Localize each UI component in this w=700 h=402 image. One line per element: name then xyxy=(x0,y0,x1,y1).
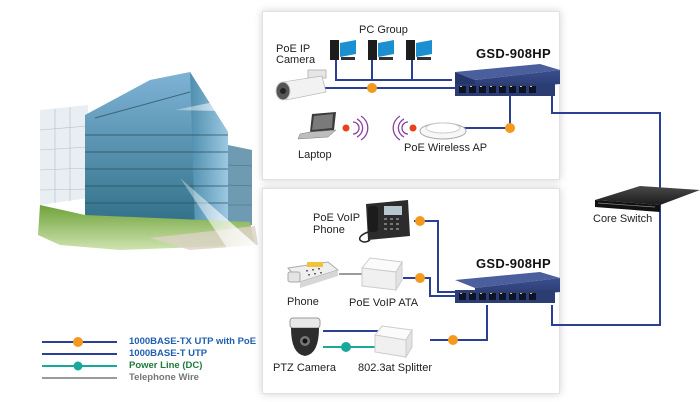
legend-utp: 1000BASE-T UTP xyxy=(129,348,208,359)
line-ap-poe xyxy=(460,95,511,129)
callout-beam-top xyxy=(175,92,262,112)
ptz-camera-label: PTZ Camera xyxy=(273,362,336,374)
ip-camera-label-line1: PoE IP xyxy=(276,43,311,55)
wifi-icon-laptop xyxy=(352,115,369,141)
wireless-dot-ap xyxy=(409,124,417,132)
poe-badge-camera xyxy=(367,83,377,93)
ptz-camera-icon xyxy=(289,317,321,356)
switch-bottom-label: GSD-908HP xyxy=(476,256,551,271)
laptop-icon xyxy=(297,112,337,140)
ip-camera-icon xyxy=(275,69,327,101)
uplink-to-core xyxy=(551,90,661,326)
switch-top-label: GSD-908HP xyxy=(476,46,551,61)
legend-telephone: Telephone Wire xyxy=(129,372,199,383)
voip-ata-icon xyxy=(361,257,403,292)
line-voip-phone-poe xyxy=(414,220,455,293)
legend-lines xyxy=(42,337,117,379)
line-pc1 xyxy=(335,60,452,81)
wifi-icon-ap xyxy=(392,115,409,141)
splitter-icon xyxy=(374,325,413,359)
phone-icon xyxy=(287,261,340,288)
poe-badge-ap xyxy=(505,123,515,133)
legend-utp-poe: 1000BASE-TX UTP with PoE xyxy=(129,336,257,347)
callout-beam-bottom xyxy=(180,178,262,300)
wireless-ap-label: PoE Wireless AP xyxy=(404,142,488,154)
pc-group-icon xyxy=(330,40,432,60)
voip-phone-label-line1: PoE VoIP xyxy=(313,212,361,224)
pc-group-label: PC Group xyxy=(359,24,408,36)
ip-camera-label-line2: Camera xyxy=(276,54,316,66)
phone-label: Phone xyxy=(287,296,319,308)
poe-badge-splitter xyxy=(448,335,458,345)
line-ata-poe xyxy=(403,277,455,297)
core-switch-label: Core Switch xyxy=(593,213,653,225)
voip-phone-icon xyxy=(358,200,410,243)
wireless-dot-laptop xyxy=(342,124,350,132)
voip-phone-label-line2: Phone xyxy=(313,224,345,236)
core-switch xyxy=(595,186,700,212)
splitter-label: 802.3at Splitter xyxy=(358,362,432,374)
switch-bottom xyxy=(455,272,560,303)
voip-ata-label: PoE VoIP ATA xyxy=(349,297,419,309)
dc-badge-ptz xyxy=(341,342,351,352)
wireless-ap-icon xyxy=(419,122,467,140)
poe-badge-voip-phone xyxy=(415,216,425,226)
line-splitter-poe xyxy=(430,305,488,341)
laptop-label: Laptop xyxy=(298,149,332,161)
switch-top xyxy=(455,64,560,96)
poe-badge-ata xyxy=(415,273,425,283)
legend-power-dc: Power Line (DC) xyxy=(129,360,203,371)
